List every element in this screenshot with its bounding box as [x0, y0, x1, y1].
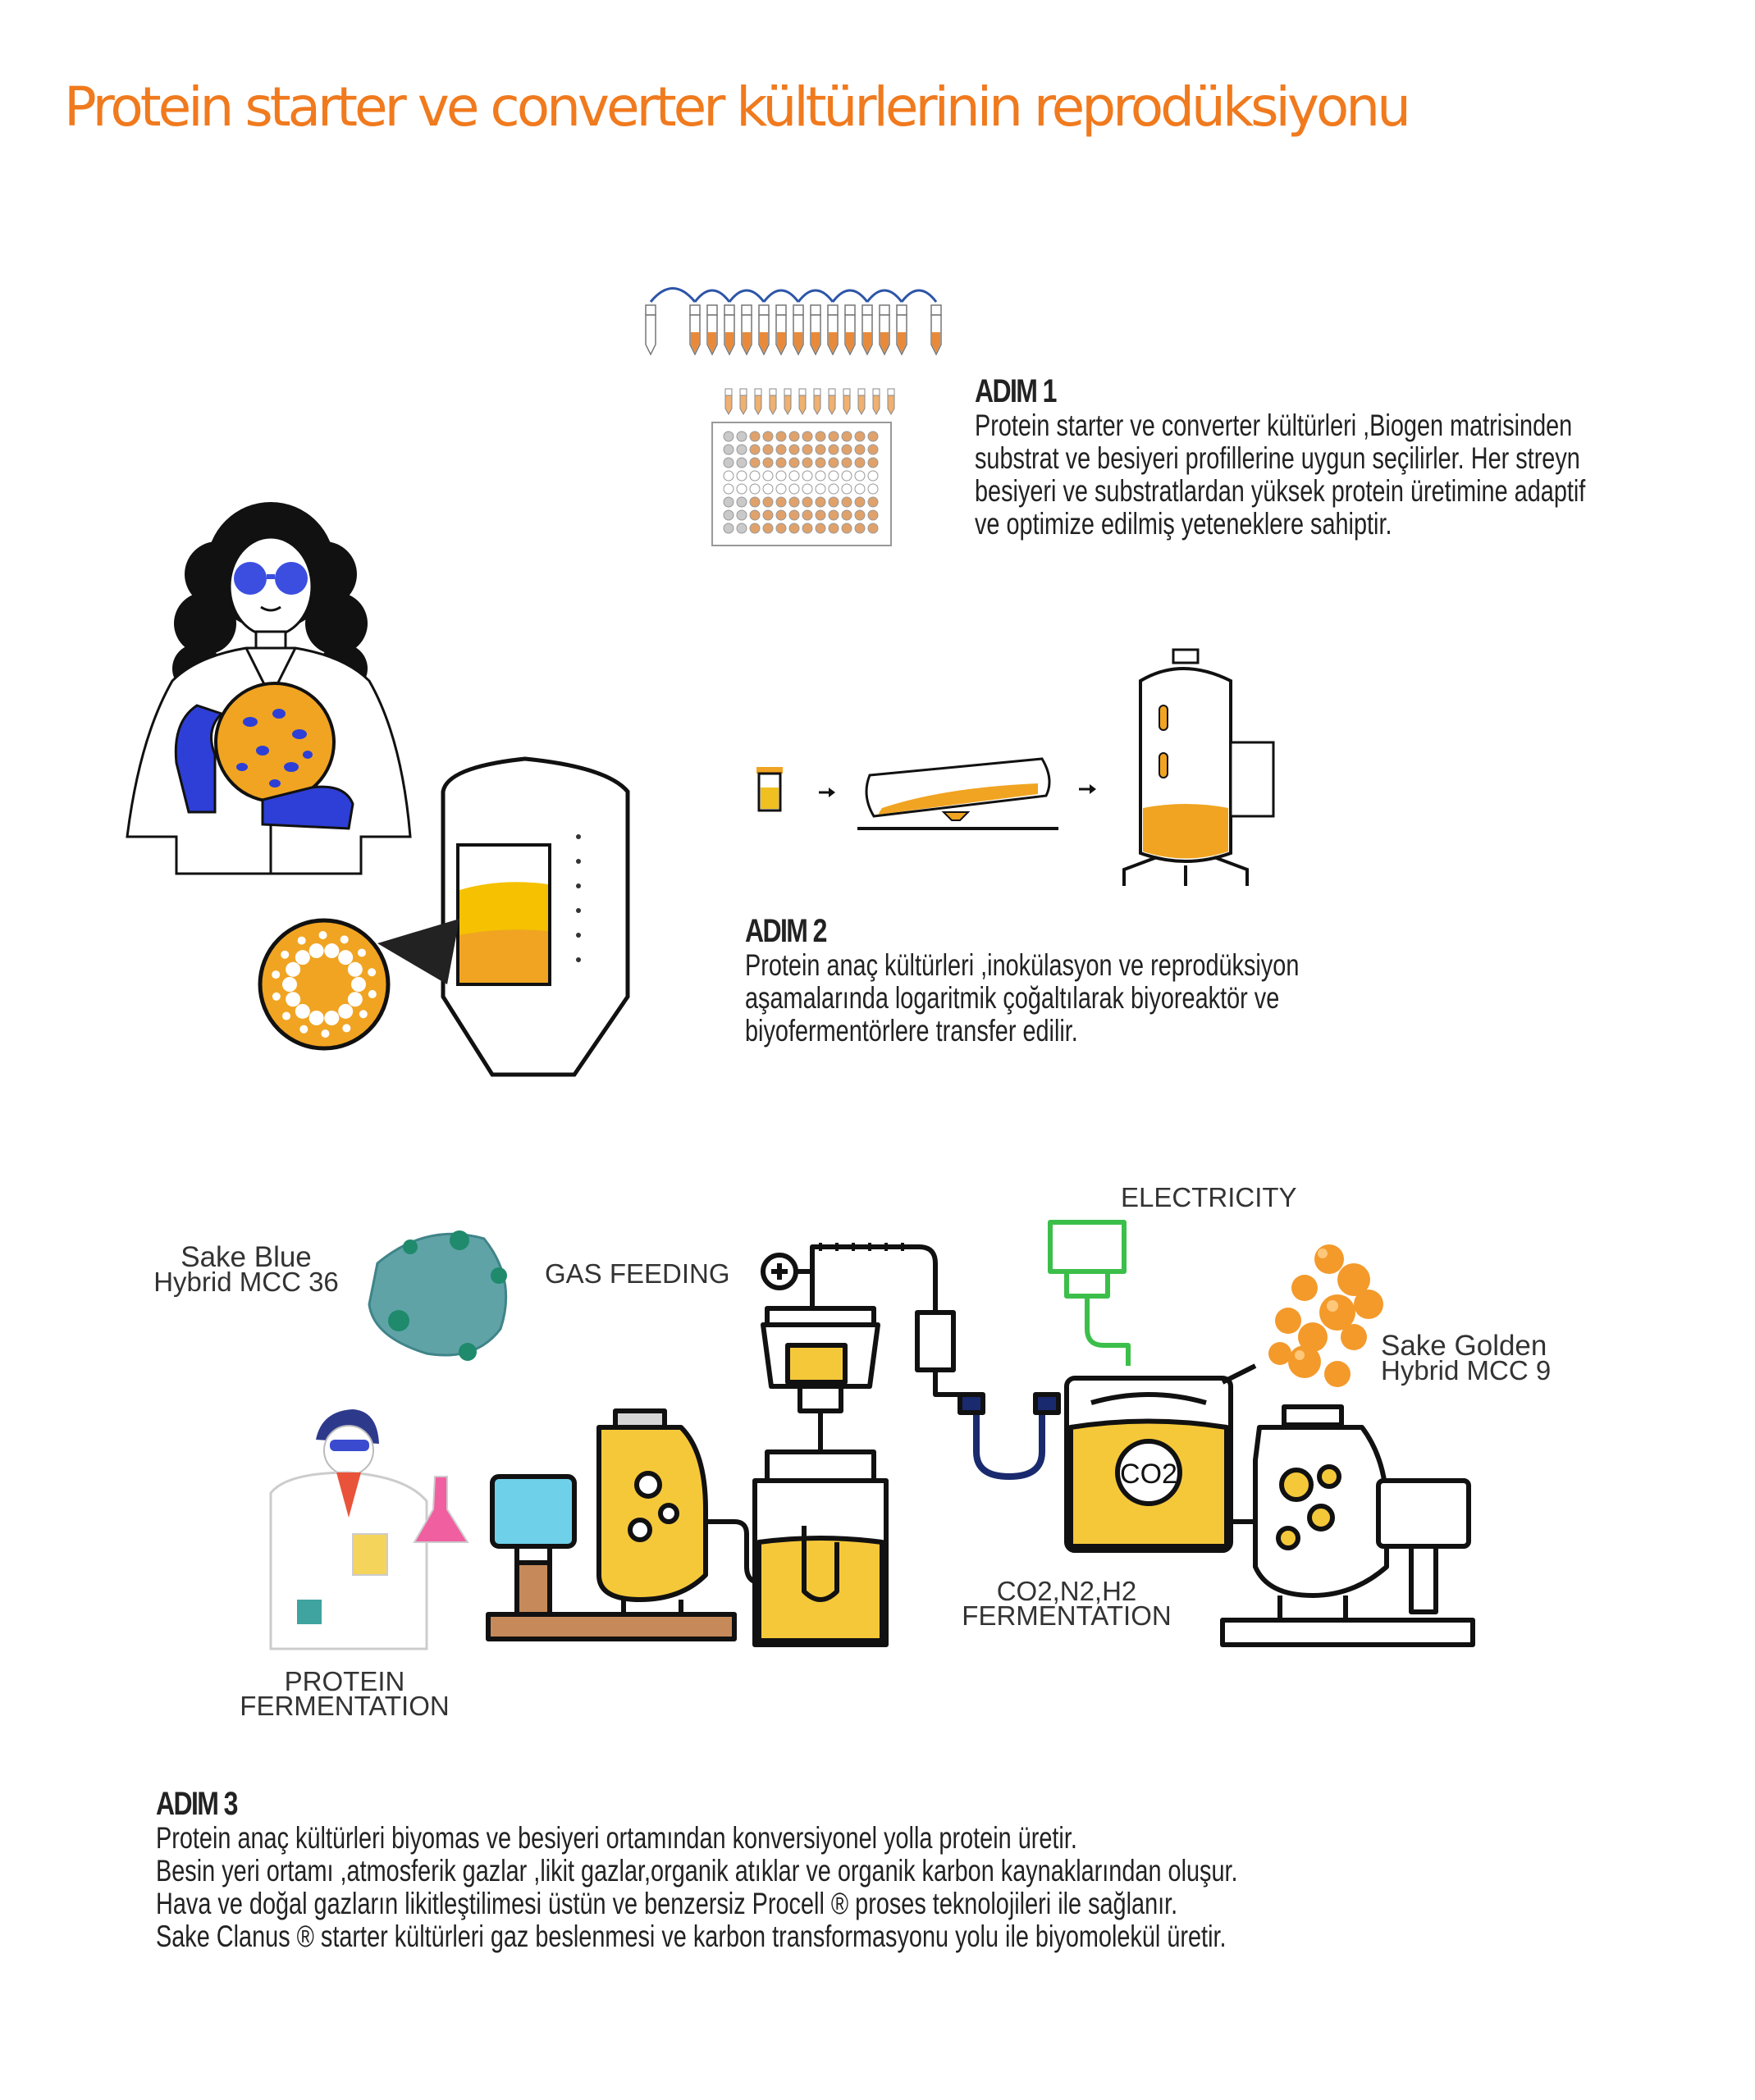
tube-icon: [724, 304, 735, 356]
tube-icon: [741, 304, 752, 356]
step-3-heading: ADIM 3: [156, 1786, 238, 1822]
tube-icon: [827, 304, 839, 356]
tube-icon: [879, 304, 890, 356]
protein-fermentation-line-1: PROTEIN: [284, 1666, 405, 1696]
step-2-heading: ADIM 2: [745, 913, 827, 949]
bioreactor-tank-illustration: [258, 756, 630, 1077]
serial-dilution-illustration: [649, 287, 938, 303]
step-1: ADIM 1 Protein starter ve converter kült…: [975, 373, 1755, 541]
step-3-line-3: Hava ve doğal gazların likitleştilimesi …: [156, 1887, 1178, 1920]
sake-blue-line-1: Sake Blue: [181, 1241, 312, 1273]
tube-icon: [930, 304, 942, 356]
sake-golden-line-2: Hybrid MCC 9: [1381, 1355, 1552, 1386]
step-1-line-3: besiyeri ve substratlardan yüksek protei…: [975, 474, 1586, 508]
tube-row: [645, 304, 942, 356]
step-2: ADIM 2 Protein anaç kültürleri ,inokülas…: [745, 913, 1456, 1048]
tube-icon: [775, 304, 787, 356]
sake-golden-microbe-image: [1268, 1244, 1383, 1387]
step-2-line-3: biyofermentörlere transfer edilir.: [745, 1014, 1078, 1048]
tube-icon: [862, 304, 873, 356]
page-title: Protein starter ve converter kültürlerin…: [64, 75, 1411, 139]
protein-fermentation-label: PROTEIN FERMENTATION: [222, 1666, 468, 1721]
sake-golden-label: Sake Golden Hybrid MCC 9: [1381, 1330, 1552, 1386]
step-2-line-1: Protein anaç kültürleri ,inokülasyon ve …: [745, 948, 1300, 982]
step-2-line-2: aşamalarında logaritmik çoğaltılarak biy…: [745, 981, 1280, 1015]
sake-blue-line-2: Hybrid MCC 36: [153, 1267, 339, 1297]
tube-icon: [706, 304, 718, 356]
step-3: ADIM 3 Protein anaç kültürleri biyomas v…: [156, 1786, 1542, 1953]
fermentation-plant-illustration: CO2: [486, 1220, 1475, 1647]
tube-icon: [844, 304, 856, 356]
sake-golden-line-1: Sake Golden: [1381, 1330, 1547, 1362]
well-plate-icon: [711, 388, 895, 546]
tube-icon: [645, 304, 656, 356]
tube-icon: [758, 304, 770, 356]
step-1-line-4: ve optimize edilmiş yeteneklere sahiptir…: [975, 507, 1392, 541]
sake-blue-microbe-image: [368, 1230, 508, 1361]
co2-fermentation-label: CO2,N2,H2 FERMENTATION: [944, 1576, 1190, 1631]
sake-blue-label: Sake Blue Hybrid MCC 36: [139, 1241, 353, 1297]
inoculation-process-illustration: [756, 648, 1275, 886]
tube-icon: [810, 304, 821, 356]
step-1-heading: ADIM 1: [975, 373, 1057, 409]
electricity-label: ELECTRICITY: [1121, 1182, 1297, 1212]
step-3-line-4: Sake Clanus ® starter kültürleri gaz bes…: [156, 1920, 1227, 1953]
tube-icon: [793, 304, 804, 356]
protein-fermentation-line-2: FERMENTATION: [240, 1691, 450, 1721]
co2-fermentation-line-2: FERMENTATION: [962, 1600, 1172, 1631]
gas-feeding-label: GAS FEEDING: [545, 1258, 730, 1289]
co2-tank-text: CO2: [1120, 1459, 1177, 1490]
step-3-line-2: Besin yeri ortamı ,atmosferik gazlar ,li…: [156, 1854, 1238, 1888]
tube-icon: [896, 304, 907, 356]
scientist-woman-illustration: [126, 502, 412, 875]
tube-icon: [689, 304, 701, 356]
step-1-line-1: Protein starter ve converter kültürleri …: [975, 409, 1573, 442]
co2-fermentation-line-1: CO2,N2,H2: [996, 1576, 1137, 1606]
step-1-line-2: substrat ve besiyeri profillerine uygun …: [975, 441, 1580, 475]
lab-technician-illustration: [269, 1409, 469, 1650]
step-3-line-1: Protein anaç kültürleri biyomas ve besiy…: [156, 1821, 1077, 1855]
